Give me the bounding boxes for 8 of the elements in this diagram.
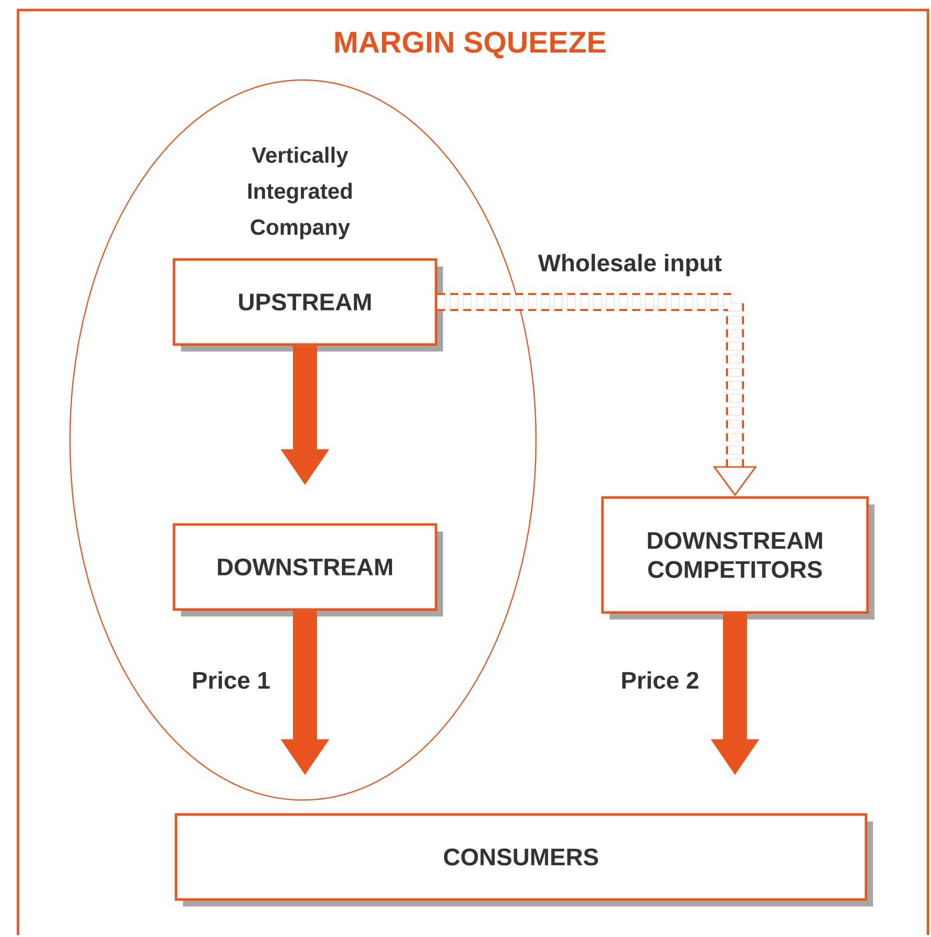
process-box: UPSTREAM [172,258,443,352]
edge-label: Wholesale input [536,252,724,278]
process-box: CONSUMERS [174,813,873,906]
edge-label: Price 2 [618,669,702,691]
process-box: DOWNSTREAM [172,523,443,616]
edge-label: Price 1 [190,669,272,691]
process-box: DOWNSTREAM COMPETITORS [601,496,874,620]
title: MARGIN SQUEEZE [335,32,606,58]
